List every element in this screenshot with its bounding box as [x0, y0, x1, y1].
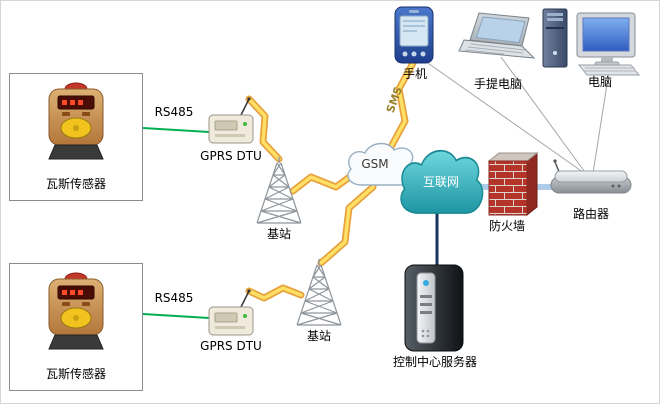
- wireless-line-laptop-router: [500, 56, 588, 176]
- lightning-link-bts1-gsm: [289, 169, 359, 195]
- base-station-2-label: 基站: [306, 329, 331, 343]
- base-station-1-label: 基站: [266, 227, 291, 241]
- sensor-1-label: 瓦斯传感器: [45, 177, 106, 191]
- sensor-2-label: 瓦斯传感器: [45, 367, 106, 381]
- gsm-cloud-label: GSM: [361, 157, 389, 171]
- lightning-link-dtu1-bts1: [245, 95, 283, 163]
- wireless-line-desktop-router: [592, 58, 612, 174]
- rs485-line-1: [142, 127, 210, 133]
- wireless-link-lines: [424, 56, 612, 176]
- firewall-icon: [487, 151, 539, 217]
- laptop-icon: [458, 12, 536, 59]
- gprs-dtu-1-label: GPRS DTU: [200, 149, 262, 163]
- gas-sensor-icon-2: [48, 272, 104, 350]
- phone-label: 手机: [402, 67, 427, 81]
- control-server-label: 控制中心服务器: [392, 355, 477, 369]
- rs485-line-2: [142, 313, 210, 319]
- rs485-link-lines: [142, 127, 210, 319]
- server-icon: [404, 264, 464, 352]
- gprs-dtu-icon-2: [208, 289, 254, 336]
- lightning-link-dtu2-bts2: [245, 284, 305, 302]
- laptop-label: 手提电脑: [473, 77, 522, 91]
- gprs-dtu-2-label: GPRS DTU: [200, 339, 262, 353]
- firewall-label: 防火墙: [488, 219, 525, 233]
- lightning-link-gsm-phone-sms: [387, 59, 417, 151]
- phone-icon: [394, 6, 434, 64]
- rs485-1-label: RS485: [154, 105, 194, 119]
- base-station-tower-icon-1: [256, 157, 302, 224]
- rs485-2-label: RS485: [154, 291, 194, 305]
- base-station-tower-icon-2: [296, 259, 342, 326]
- router-icon: [550, 159, 632, 194]
- desktop-label: 电脑: [587, 75, 612, 89]
- internet-cloud-label: 互联网: [422, 175, 459, 189]
- gas-sensor-icon-1: [48, 82, 104, 160]
- wireless-line-phone-router: [424, 60, 588, 176]
- router-label: 路由器: [572, 207, 609, 221]
- lightning-link-gsm-bts2: [317, 183, 377, 267]
- desktop-computer-icon: [542, 8, 641, 76]
- gprs-dtu-icon-1: [208, 97, 254, 144]
- internet-cloud: [400, 150, 484, 214]
